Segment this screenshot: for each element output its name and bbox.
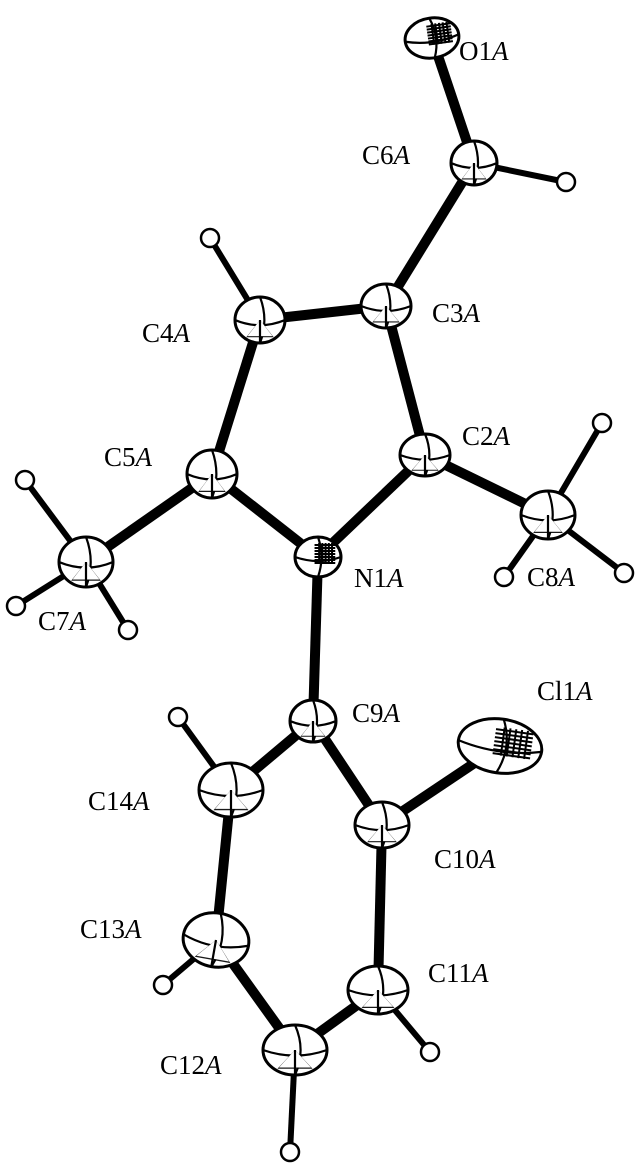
atom-C5A	[185, 448, 239, 500]
label-C7A: C7A	[38, 606, 87, 636]
hydrogen-atom	[613, 562, 635, 584]
label-C9A: C9A	[352, 698, 401, 728]
atoms-layer	[57, 16, 577, 1077]
atom-C3A	[359, 282, 413, 330]
atom-C4A	[233, 295, 287, 345]
bond-C3A-C2A	[381, 304, 430, 457]
hydrogen-atoms-layer	[5, 171, 635, 1163]
atom-C13A	[181, 911, 251, 969]
atom-O1A	[403, 16, 461, 60]
label-O1A: O1A	[459, 36, 509, 66]
atom-C9A	[288, 698, 338, 744]
label-C8A: C8A	[527, 562, 576, 592]
hydrogen-atom	[152, 974, 174, 996]
label-C10A: C10A	[434, 844, 496, 874]
hydrogen-atom	[14, 469, 36, 491]
label-C3A: C3A	[432, 298, 481, 328]
label-Cl1A: Cl1A	[537, 676, 593, 706]
bond-C6A-C3A	[381, 160, 479, 309]
bond-C2A-N1A	[314, 451, 429, 561]
atom-C8A	[519, 489, 577, 541]
atom-C14A	[197, 761, 265, 819]
atom-C12A	[261, 1023, 329, 1077]
atom-C11A	[346, 964, 410, 1016]
hydrogen-atom	[555, 171, 577, 193]
label-C13A: C13A	[80, 914, 142, 944]
hydrogen-atom	[493, 566, 515, 588]
hydrogen-atom	[117, 619, 139, 641]
label-C5A: C5A	[104, 442, 153, 472]
hydrogen-atom	[279, 1141, 301, 1163]
atom-C10A	[353, 800, 411, 850]
atom-N1A	[293, 535, 343, 579]
label-C14A: C14A	[88, 786, 150, 816]
hydrogen-atom	[199, 227, 221, 249]
bond-N1A-C9A	[308, 556, 323, 722]
atom-C6A	[449, 139, 499, 187]
atom-C2A	[398, 432, 452, 478]
label-C4A: C4A	[142, 318, 191, 348]
hydrogen-atom	[419, 1041, 441, 1063]
atom-C7A	[57, 535, 115, 589]
label-C12A: C12A	[160, 1050, 222, 1080]
atom-Cl1A	[456, 717, 544, 775]
label-C11A: C11A	[428, 958, 489, 988]
label-C2A: C2A	[462, 421, 511, 451]
hydrogen-atom	[5, 595, 27, 617]
label-C6A: C6A	[362, 140, 411, 170]
hydrogen-atom	[167, 706, 189, 728]
bond-C10A-C11A	[373, 824, 387, 991]
label-N1A: N1A	[354, 563, 404, 593]
labels-layer: O1A C6A C3A C4A C2A C5A N1A C8A C7A C9A …	[38, 36, 593, 1080]
hydrogen-atom	[591, 412, 613, 434]
bond-C4A-C5A	[207, 318, 265, 476]
